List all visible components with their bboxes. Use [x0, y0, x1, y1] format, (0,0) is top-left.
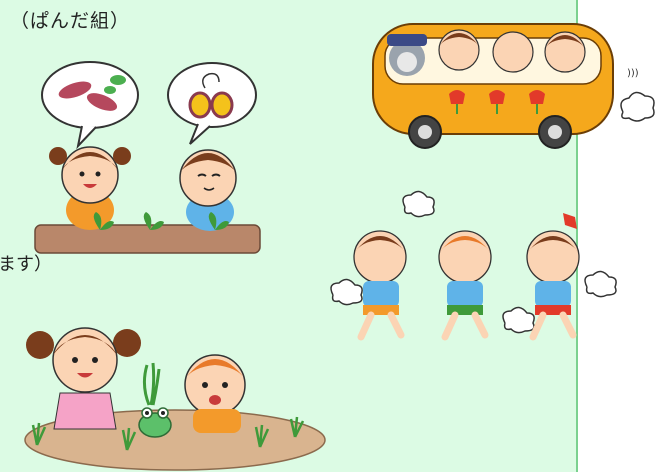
- roasted-potato-icon: [188, 91, 212, 119]
- sweet-potato-icon: [86, 93, 118, 111]
- dust-cloud-icon: [502, 306, 535, 334]
- running-children-illustration: [330, 190, 617, 341]
- girl-face: [52, 327, 118, 393]
- soil-ground: [34, 224, 261, 254]
- dust-cloud-icon: [402, 190, 435, 218]
- boy-face: [179, 149, 237, 207]
- child-face: [544, 31, 586, 73]
- leaf-icon: [110, 75, 126, 85]
- potato-digging-illustration: [34, 61, 261, 254]
- svg-text:))): ))): [627, 68, 639, 79]
- dust-cloud-icon: [330, 278, 363, 306]
- speech-bubble-roasted-potato: [167, 62, 257, 128]
- school-bus-illustration: ))): [372, 23, 655, 149]
- class-name-heading: （ぱんだ組）: [10, 10, 131, 32]
- steam-icon: [202, 72, 220, 89]
- child-face: [492, 31, 534, 73]
- girl-face: [61, 146, 119, 204]
- tulip-icon: [449, 90, 545, 104]
- child-face: [438, 29, 480, 71]
- exhaust-cloud-icon: [620, 91, 655, 122]
- rice-planting-illustration: [24, 327, 326, 471]
- driver-face: [397, 52, 417, 72]
- hair-ribbon-icon: [563, 213, 577, 229]
- clipped-text-fragment: ます）: [0, 254, 52, 275]
- sprout-icon: [93, 212, 114, 230]
- rice-seedling-icon: [142, 362, 161, 406]
- sweet-potato-icon: [58, 81, 92, 99]
- frog-icon: [138, 407, 172, 438]
- dust-cloud-icon: [584, 270, 617, 298]
